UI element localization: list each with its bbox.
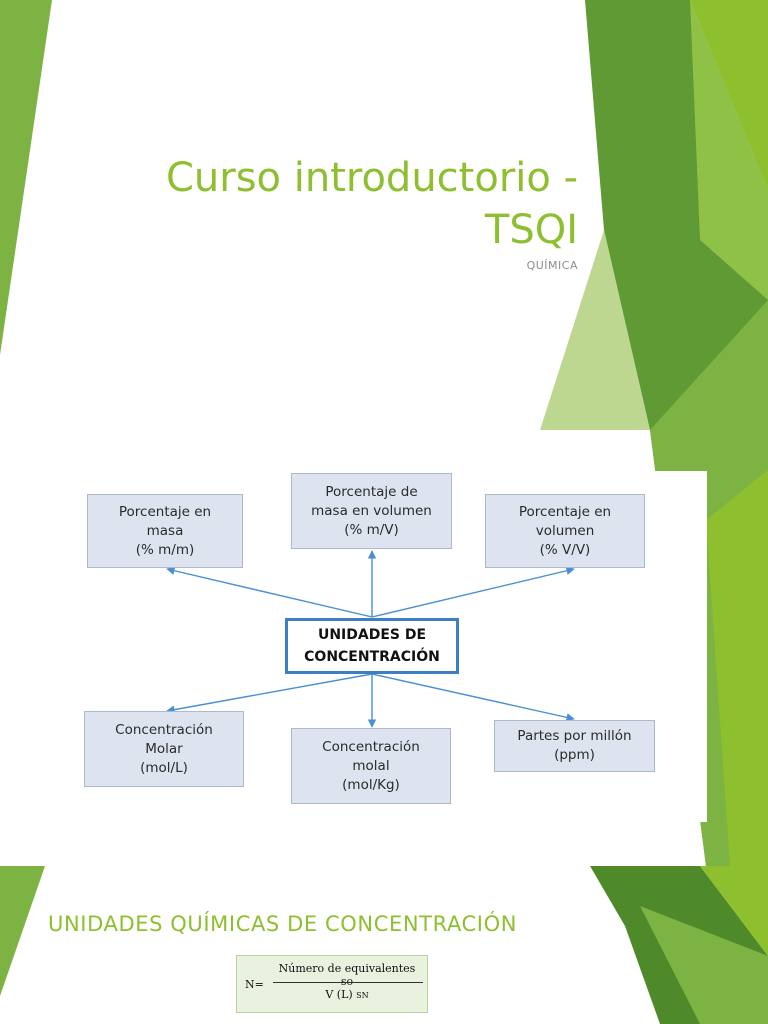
right-facet-mid-2 (640, 906, 768, 1024)
center-box-concentration-units: UNIDADES DE CONCENTRACIÓN (285, 618, 459, 674)
right-facet-bright (690, 0, 768, 300)
slide-2-title: UNIDADES QUÍMICAS DE CONCENTRACIÓN (48, 912, 518, 936)
formula-denominator: V (L) SN (277, 988, 417, 1001)
arrow-to-volume-percent (371, 566, 575, 618)
box-volume-percent: Porcentaje en volumen (% V/V) (485, 494, 645, 568)
right-facet-top-2 (700, 866, 768, 956)
diagram-arrows (166, 550, 575, 728)
formula-denominator-sub: SN (356, 991, 369, 1000)
normality-formula: N= Número de equivalentes so V (L) SN (236, 955, 428, 1013)
formula-numerator: Número de equivalentes so (278, 962, 416, 988)
box-molal-concentration: Concentración molal (mol/Kg) (291, 728, 451, 804)
left-green-wedge-2 (0, 866, 45, 996)
box-ppm: Partes por millón (ppm) (494, 720, 655, 772)
slide-1: Curso introductorio - TSQI QUÍMICA UNIDA… (0, 0, 768, 866)
arrow-to-molar (166, 673, 373, 714)
concentration-units-diagram: UNIDADES DE CONCENTRACIÓN Porcentaje en … (49, 471, 707, 822)
formula-denominator-main: V (L) (325, 988, 353, 1001)
slide-2: UNIDADES QUÍMICAS DE CONCENTRACIÓN N= Nú… (0, 866, 768, 1024)
slide-title: Curso introductorio - TSQI (165, 155, 578, 253)
right-facet-light (540, 230, 650, 430)
slide-1-decoration (0, 0, 768, 866)
arrow-to-mass-percent (166, 566, 373, 618)
arrow-to-ppm (371, 673, 575, 722)
slide-subtitle: QUÍMICA (526, 259, 578, 272)
slide-2-decoration (0, 866, 768, 1024)
left-green-wedge (0, 0, 52, 355)
box-molar-concentration: Concentración Molar (mol/L) (84, 711, 244, 787)
formula-lhs: N= (245, 978, 264, 991)
right-facet-lower (706, 470, 768, 866)
box-mass-percent: Porcentaje en masa (% m/m) (87, 494, 243, 568)
box-mass-volume-percent: Porcentaje de masa en volumen (% m/V) (291, 473, 452, 549)
fraction-bar (273, 982, 423, 983)
